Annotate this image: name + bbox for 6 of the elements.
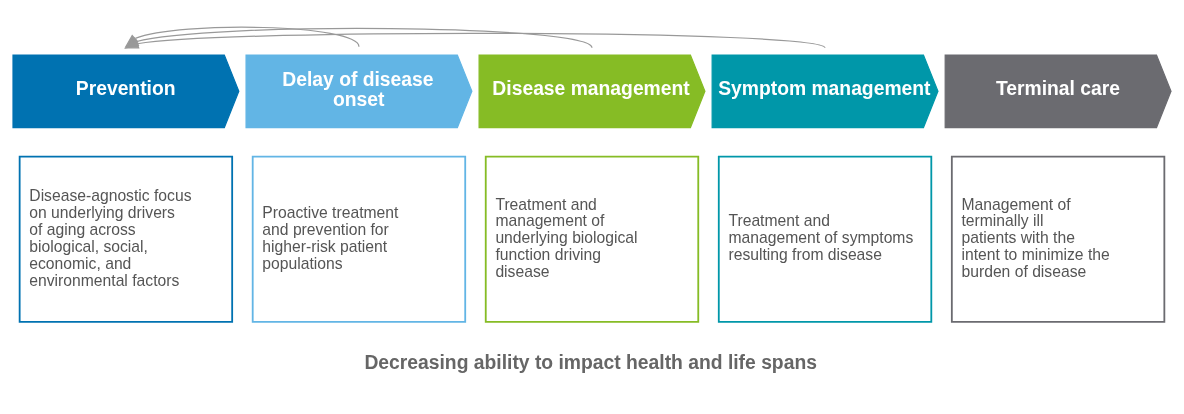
node-box: Treatment and management of underlying biological function driving disease [484,155,700,323]
node-box: Treatment and management of symptoms resulting from disease [717,155,933,323]
label: Decreasing ability to impact health and life spans [364,351,817,373]
node-box: Management of terminally ill patients with the intent to minimize the burden of disease [950,155,1166,323]
node-box: Proactive treatment and prevention for higher-risk patient populations [251,155,467,323]
node-box: Disease-agnostic focus on underlying drivers of aging across biological, social, economic, and environmental factors [18,155,234,323]
